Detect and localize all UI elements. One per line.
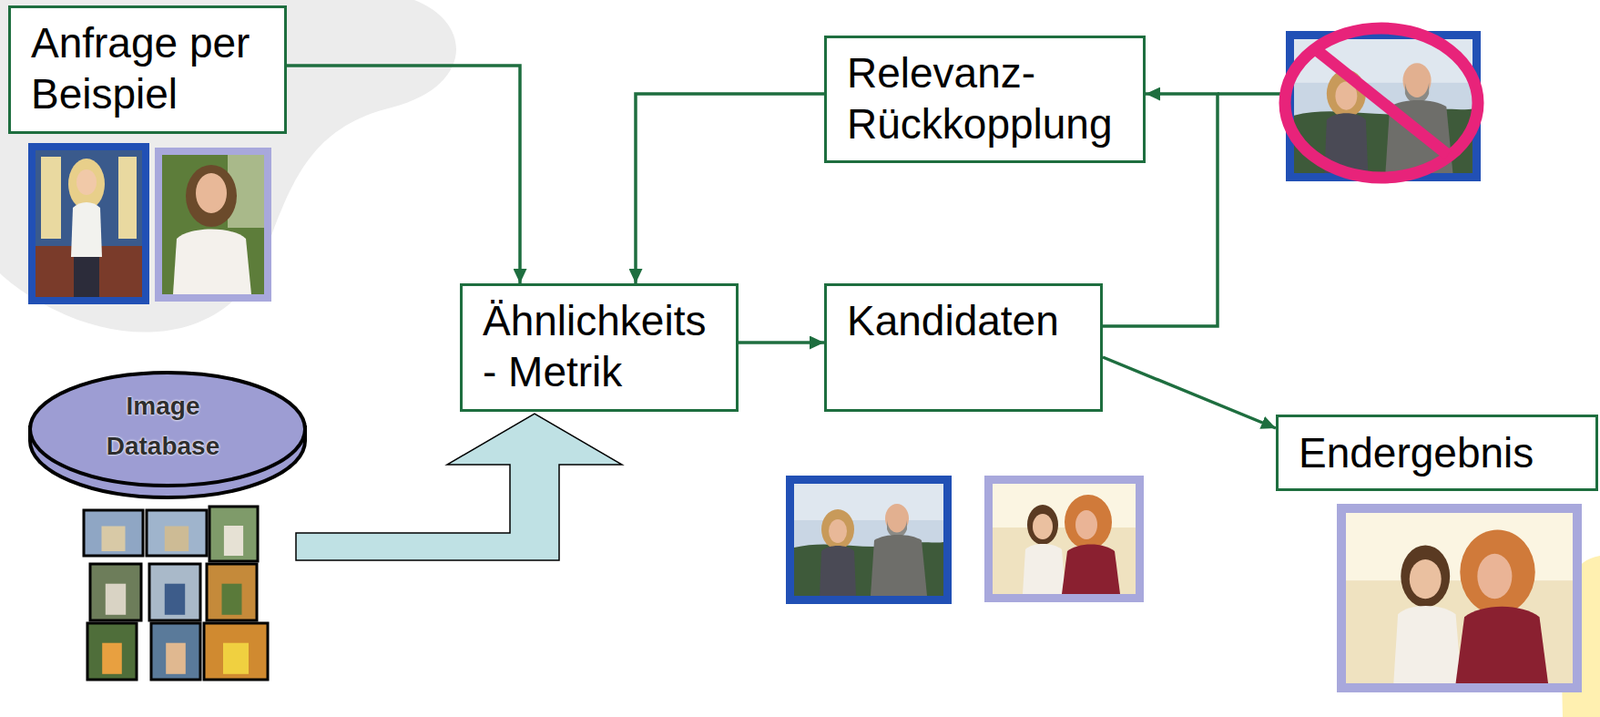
node-text: Relevanz- Rückkopplung	[846, 47, 1123, 150]
flow-arrow	[635, 93, 825, 284]
database-thumbnail	[83, 509, 143, 556]
database-thumbnail	[206, 563, 257, 621]
candidate-photo	[984, 475, 1144, 602]
database-thumbnail	[151, 622, 201, 680]
database-thumbnail	[146, 509, 207, 556]
node-text: Anfrage per Beispiel	[30, 17, 265, 120]
node-text: Endergebnis	[1298, 427, 1576, 479]
query-box: Anfrage per Beispiel	[8, 5, 287, 134]
result-box: Endergebnis	[1275, 414, 1599, 491]
candidates-box: Kandidaten	[824, 283, 1103, 412]
database-thumbnail	[209, 506, 258, 561]
node-text: Ähnlichkeits - Metrik	[482, 295, 716, 398]
database-thumbnail	[87, 622, 137, 680]
feedback-line	[1217, 91, 1286, 96]
candidate-photo	[785, 475, 952, 604]
node-text: Image Database	[85, 386, 241, 467]
metric-box: Ähnlichkeits - Metrik	[459, 283, 739, 412]
result-photo	[1336, 503, 1582, 693]
block-arrow	[295, 413, 622, 561]
flow-arrow	[1102, 356, 1276, 429]
feedback-box: Relevanz- Rückkopplung	[824, 35, 1146, 164]
query-photo	[154, 147, 272, 302]
query-photo	[28, 142, 150, 305]
database-cylinder: Image Database	[28, 370, 298, 714]
background-blob	[0, 0, 457, 333]
database-thumbnail	[149, 563, 201, 621]
flow-arrow	[738, 340, 825, 345]
node-text: Kandidaten	[846, 295, 1081, 347]
rejected-photo	[1284, 28, 1481, 182]
database-thumbnail	[90, 563, 142, 621]
database-thumbnail	[203, 622, 268, 680]
flow-arrow	[286, 65, 520, 284]
